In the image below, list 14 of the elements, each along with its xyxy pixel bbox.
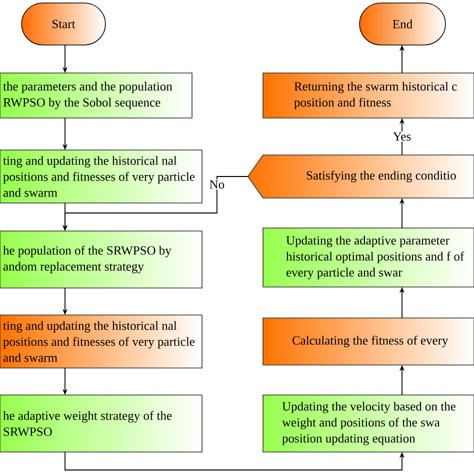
edge-label: Yes [393,132,411,141]
process-box: Calculating the fitness of every [262,318,474,366]
terminal-box: Start [21,2,106,46]
process-box: ting and updating the historical nal positions and fitnesses of very particle and swarm [0,314,202,368]
process-box: ting and updating the historical nal positions and fitnesses of very particle and swarm [0,150,202,204]
process-box: Updating the adaptive parameter historical optimal positions and f of every particle and swar [262,228,474,288]
process-box: Returning the swarm historical c position and fitness [262,72,474,118]
edge-label: No [210,180,224,189]
process-box: he population of the SRWPSO by andom replacement strategy [0,230,202,288]
process-box: he adaptive weight strategy of the SRWPSO [0,394,202,452]
decision-box: Satisfying the ending conditio [247,154,474,198]
process-box: the parameters and the population RWPSO by the Sobol sequence [0,72,192,118]
process-box: Updating the velocity based on the weight and positions of the swa position updating equation [262,394,474,452]
terminal-box: End [359,2,446,46]
